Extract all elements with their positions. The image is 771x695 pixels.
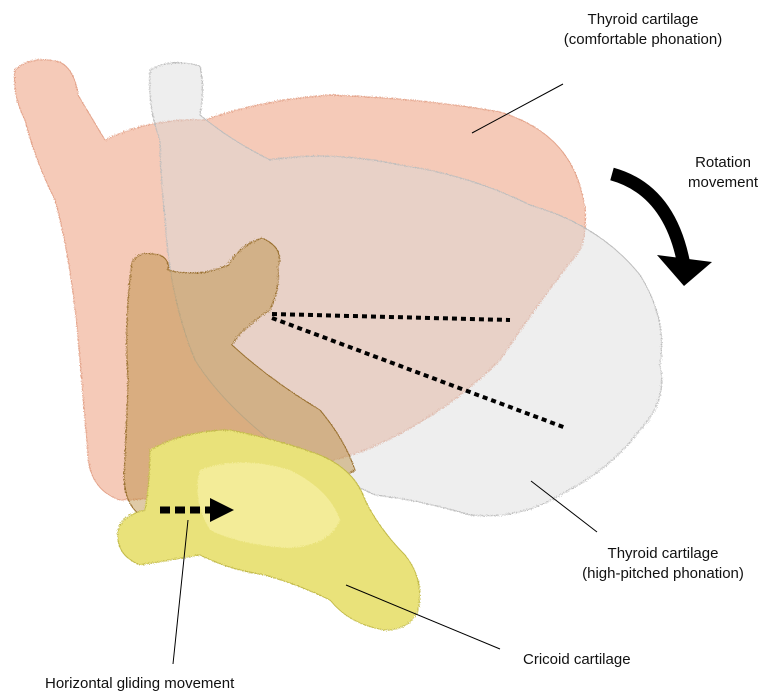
label-thyroid-high-line2: (high-pitched phonation)	[573, 564, 753, 584]
label-thyroid-comfortable-line2: (comfortable phonation)	[553, 30, 733, 50]
label-rotation: Rotation movement	[678, 153, 768, 193]
label-gliding: Horizontal gliding movement	[45, 674, 234, 694]
rotation-arrow-icon	[612, 174, 684, 265]
label-thyroid-comfortable: Thyroid cartilage (comfortable phonation…	[553, 10, 733, 50]
label-cricoid: Cricoid cartilage	[523, 650, 631, 670]
label-thyroid-high: Thyroid cartilage (high-pitched phonatio…	[573, 544, 753, 584]
rotation-arrowhead-icon	[657, 255, 712, 286]
label-rotation-line2: movement	[678, 173, 768, 193]
label-thyroid-comfortable-line1: Thyroid cartilage	[553, 10, 733, 30]
label-rotation-line1: Rotation	[678, 153, 768, 173]
label-thyroid-high-line1: Thyroid cartilage	[573, 544, 753, 564]
